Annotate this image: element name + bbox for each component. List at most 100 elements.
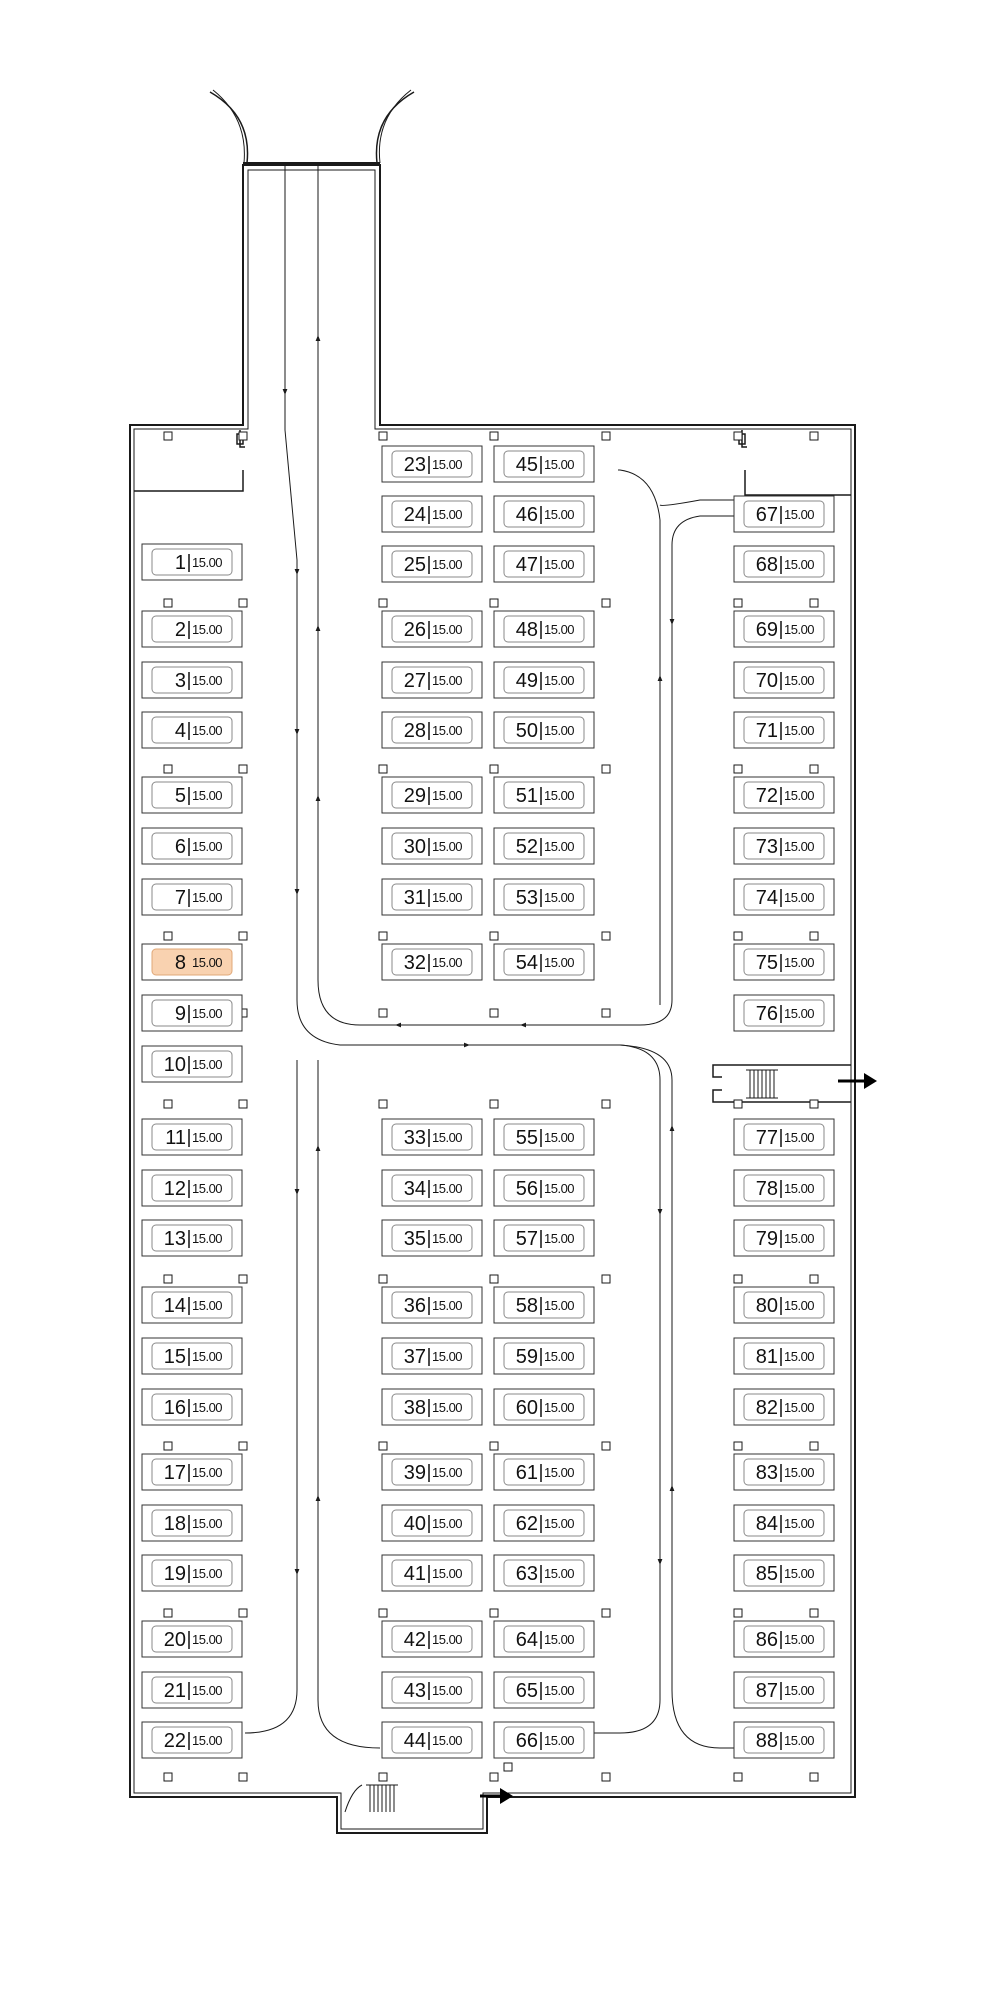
spot-number: 3 [175,670,186,692]
pillar-icon [809,1608,819,1618]
spot-price: 15.00 [544,1733,574,1748]
pillar-icon [733,931,743,941]
spot-label-box [391,1123,473,1151]
pillar-icon [733,1099,743,1109]
exit-arrow-icon[interactable] [838,1073,877,1089]
spot-price: 15.00 [432,1231,462,1246]
pillar-icon [163,931,173,941]
spot-label-box [391,1676,473,1704]
exit-arrow-icon[interactable] [480,1788,513,1804]
spot-label-box [151,1224,233,1252]
